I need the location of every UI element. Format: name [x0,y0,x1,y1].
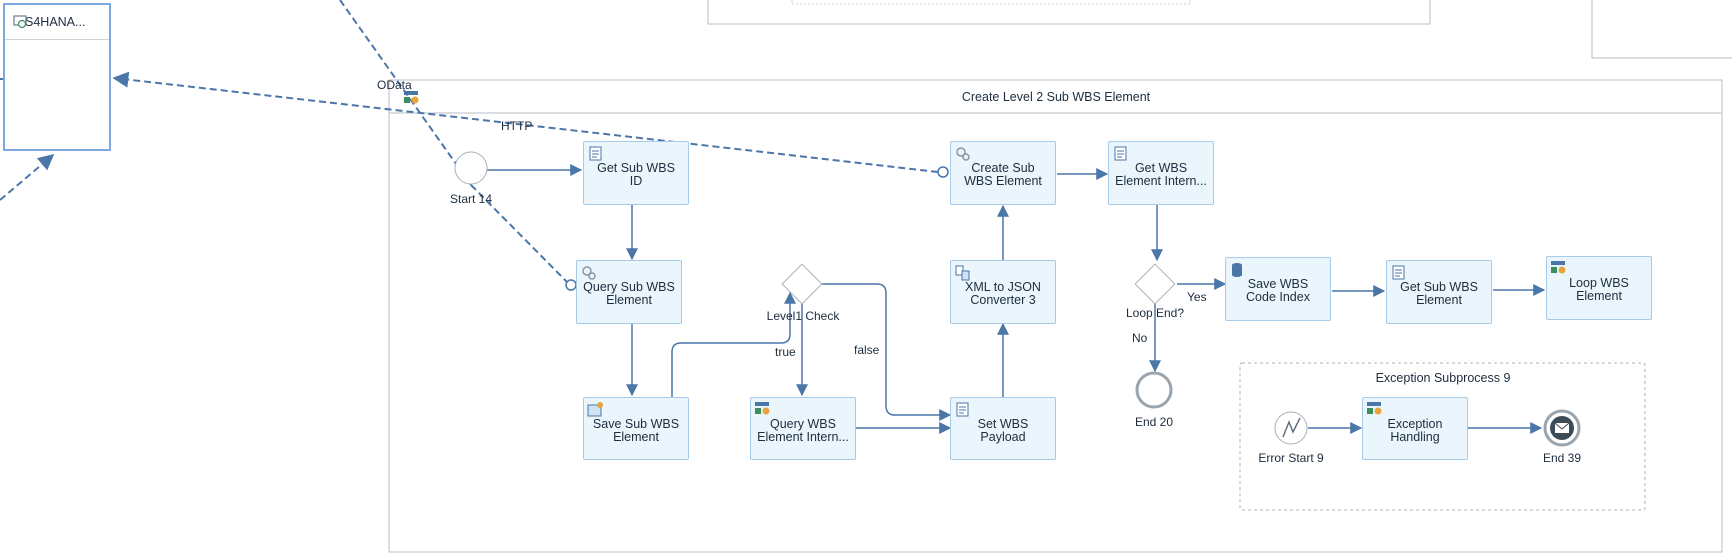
step-query-wbs-element-intern[interactable]: Query WBS Element Intern... [750,397,856,460]
gateway-loop-end[interactable] [1134,263,1176,305]
message-flow-left[interactable] [0,153,55,201]
script-icon [1392,265,1405,280]
end-event-20[interactable] [1135,371,1173,409]
message-flow-odata[interactable] [470,184,568,283]
step-label: Save Sub WBS Element [592,416,680,444]
process-call-icon [755,402,770,415]
step-get-sub-wbs-element[interactable]: Get Sub WBS Element [1386,260,1492,324]
subprocess-title: Exception Subprocess 9 [1375,371,1511,385]
write-variables-icon [587,402,603,417]
end-event-39-label: End 39 [1542,451,1582,465]
gateway-level1-label: Level1 Check [766,309,840,323]
flow-save-to-gateway[interactable] [671,291,796,397]
service-call-icon [582,266,596,280]
script-icon [589,146,602,161]
start-event-label: Start 14 [449,192,493,206]
script-icon [956,402,969,417]
http-channel-label: HTTP [501,119,533,133]
step-label: Query WBS Element Intern... [757,416,849,444]
condition-true-label: true [775,345,796,359]
datastore-icon [1232,263,1242,277]
step-save-sub-wbs-element[interactable]: Save Sub WBS Element [583,397,689,460]
start-event[interactable] [454,151,488,185]
partial-pool-right [1591,0,1732,59]
service-call-icon [956,147,970,161]
step-set-wbs-payload[interactable]: Set WBS Payload [950,397,1056,460]
step-exception-handling[interactable]: Exception Handling [1362,397,1468,460]
partial-pool-top [707,0,1431,25]
receiver-header: S4HANA... [5,5,109,40]
gateway-loop-end-label: Loop End? [1125,306,1185,320]
condition-no-label: No [1132,331,1148,345]
odata-channel-label: OData [377,78,412,92]
step-query-sub-wbs-element[interactable]: Query Sub WBS Element [576,260,682,324]
envelope-flap [1554,422,1570,430]
step-label: Set WBS Payload [977,416,1029,444]
step-label: Get Sub WBS Element [1400,280,1478,307]
error-start-label: Error Start 9 [1258,451,1324,465]
step-label: XML to JSON Converter 3 [965,280,1041,307]
condition-yes-label: Yes [1187,290,1207,304]
error-bolt-icon [1282,417,1301,438]
step-label: Loop WBS Element [1569,276,1629,303]
integration-process-icon [404,91,419,104]
receiver-title: S4HANA... [25,15,86,29]
step-get-sub-wbs-id[interactable]: Get Sub WBS ID [583,141,689,205]
partial-subprocess-top [791,0,1191,5]
receiver-s4hana[interactable]: S4HANA... [3,3,111,151]
step-label: Save WBS Code Index [1246,277,1310,304]
script-icon [1114,146,1127,161]
step-create-sub-wbs-element[interactable]: Create Sub WBS Element [950,141,1056,205]
pool-title: Create Level 2 Sub WBS Element [961,90,1151,104]
step-label: Exception Handling [1387,416,1443,444]
system-icon [13,15,27,29]
end-event-20-label: End 20 [1134,415,1174,429]
envelope-icon [1555,423,1569,433]
step-save-wbs-code-index[interactable]: Save WBS Code Index [1225,257,1331,321]
message-flow-http-endpoint [937,166,949,178]
message-flow-odata-endpoint [565,279,577,291]
step-get-wbs-element-intern[interactable]: Get WBS Element Intern... [1108,141,1214,205]
exception-subprocess[interactable] [1239,362,1646,511]
process-call-icon [1367,402,1382,415]
step-label: Get Sub WBS ID [597,161,675,188]
converter-icon [955,265,970,281]
flow-gateway-false[interactable] [822,283,952,421]
step-label: Get WBS Element Intern... [1115,161,1207,188]
step-label: Create Sub WBS Element [964,161,1042,188]
condition-false-label: false [854,343,880,357]
step-loop-wbs-element[interactable]: Loop WBS Element [1546,256,1652,320]
message-flow-http[interactable] [112,71,939,173]
gateway-level1-check[interactable] [781,263,823,305]
step-label: Query Sub WBS Element [583,280,675,307]
process-call-icon [1551,261,1566,274]
step-xml-to-json-converter[interactable]: XML to JSON Converter 3 [950,260,1056,324]
